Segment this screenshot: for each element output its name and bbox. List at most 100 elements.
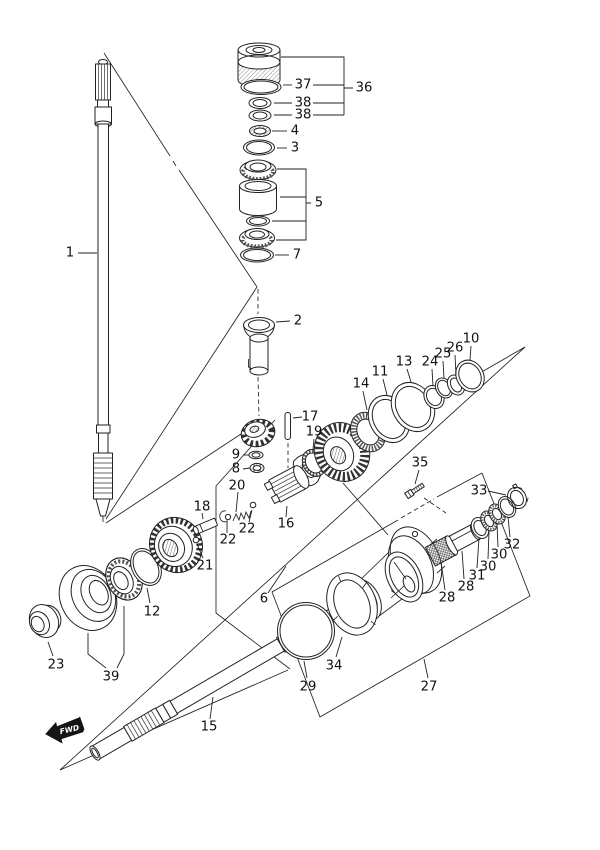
pin-17 <box>284 412 291 440</box>
part-label-22: 22 <box>220 533 237 548</box>
part-label-6: 6 <box>260 592 268 607</box>
part-label-15: 15 <box>201 720 218 735</box>
clip <box>219 510 229 523</box>
leader-line-11 <box>382 378 388 396</box>
o-ring-29 <box>277 602 335 660</box>
taper-bearing-lower <box>239 228 275 249</box>
part-label-17: 17 <box>302 410 319 425</box>
leader-line-22 <box>248 509 253 523</box>
leader-line-12 <box>146 587 151 604</box>
ring-10 <box>455 359 485 393</box>
leader-line-33 <box>487 490 507 496</box>
part-label-3: 3 <box>291 141 299 156</box>
leader-line-26 <box>454 354 457 376</box>
part-label-10: 10 <box>463 332 480 347</box>
gear-stack <box>301 359 485 482</box>
leader-line-31 <box>476 537 480 569</box>
bracket-5 <box>272 168 311 241</box>
plug-23 <box>28 604 62 638</box>
subassembly-27-boundary <box>271 472 531 718</box>
leader-line-20 <box>235 491 239 513</box>
washer-4 <box>249 125 271 137</box>
leader-line-23 <box>47 641 54 657</box>
leader-line-2 <box>275 320 291 323</box>
bearing-housing-39 <box>58 565 118 631</box>
leader-line-30 <box>496 523 499 548</box>
part-label-18: 18 <box>194 500 211 515</box>
leader-line-29 <box>303 660 308 679</box>
leader-line-25 <box>442 360 445 379</box>
part-label-2: 2 <box>294 314 302 329</box>
ring-5c <box>246 215 270 227</box>
part-label-4: 4 <box>291 124 299 139</box>
ball-21 <box>192 536 200 544</box>
part-label-26: 26 <box>447 341 464 356</box>
taper-bearing-upper <box>239 159 277 181</box>
part-label-39: 39 <box>103 670 120 685</box>
part-label-1: 1 <box>66 246 74 261</box>
leader-line-17 <box>292 416 303 419</box>
fwd-label: FWD <box>59 723 80 736</box>
leader-line-8 <box>242 467 251 470</box>
part-label-22: 22 <box>239 522 256 537</box>
part-label-24: 24 <box>422 355 439 370</box>
leader-line-27 <box>423 658 429 679</box>
part-label-36: 36 <box>356 81 373 96</box>
ball-22 <box>224 513 232 521</box>
sleeve-2 <box>243 317 275 376</box>
part-label-29: 29 <box>300 680 317 695</box>
part-label-11: 11 <box>372 365 389 380</box>
assembly-lines <box>59 52 531 771</box>
part-label-32: 32 <box>504 538 521 553</box>
part-label-30: 30 <box>480 560 497 575</box>
pinion-gear <box>240 418 276 448</box>
nut-8 <box>249 462 265 474</box>
part-label-33: 33 <box>471 484 488 499</box>
part-label-20: 20 <box>229 479 246 494</box>
part-label-7: 7 <box>293 248 301 263</box>
leader-line-35 <box>414 469 420 485</box>
leader-line-10 <box>469 345 472 361</box>
drive-shaft <box>93 59 113 522</box>
ring-37 <box>240 79 282 95</box>
leader-line-6 <box>267 565 287 594</box>
part-label-34: 34 <box>326 659 343 674</box>
leader-line-16 <box>285 505 288 518</box>
washer-9 <box>248 450 264 460</box>
seal-38 <box>248 97 272 109</box>
bracket-39 <box>87 606 125 669</box>
ring-3 <box>243 139 275 156</box>
leader-line-34 <box>335 636 343 658</box>
part-label-27: 27 <box>421 680 438 695</box>
bearing-34 <box>326 572 378 636</box>
leader-line-24 <box>431 368 434 387</box>
part-label-12: 12 <box>144 605 161 620</box>
flange-bolt-hole <box>411 530 419 538</box>
leader-line-28 <box>440 561 446 591</box>
part-label-13: 13 <box>396 355 413 370</box>
part-label-30: 30 <box>491 548 508 563</box>
leader-line-32 <box>507 516 511 538</box>
part-label-31: 31 <box>469 569 486 584</box>
leader-line-28 <box>461 550 465 580</box>
bolt-35 <box>404 482 425 500</box>
part-label-25: 25 <box>435 347 452 362</box>
forward-gear-group <box>28 516 218 638</box>
part-label-28: 28 <box>458 580 475 595</box>
clutch-dog-16 <box>263 465 310 505</box>
ball-22 <box>249 501 257 509</box>
cap-bearing-stack <box>237 42 353 263</box>
part-label-35: 35 <box>412 456 429 471</box>
part-label-8: 8 <box>232 462 240 477</box>
part-label-38: 38 <box>295 108 312 123</box>
part-label-19: 19 <box>306 425 323 440</box>
part-label-14: 14 <box>353 377 370 392</box>
part-label-21: 21 <box>197 559 214 574</box>
leader-line-14 <box>362 390 368 411</box>
circlip-33 <box>507 483 529 510</box>
part-label-16: 16 <box>278 517 295 532</box>
leader-line-30 <box>487 530 490 560</box>
